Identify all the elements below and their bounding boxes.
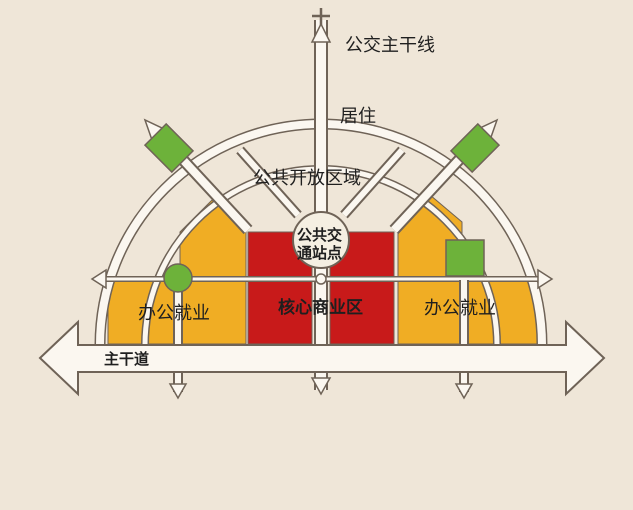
central-avenue [312, 8, 330, 390]
core-commercial-label: 核心商业区 [278, 298, 363, 318]
side-roads [173, 280, 469, 392]
main-road [38, 319, 606, 397]
office-left-label: 办公就业 [138, 303, 210, 324]
bus-trunk-line-label: 公交主干线 [345, 35, 435, 56]
transit-station-label-line2: 通站点 [297, 244, 343, 262]
residential-label: 居住 [340, 106, 376, 127]
public-open-area-label: 公共开放区域 [253, 168, 361, 189]
main-road-label: 主干道 [104, 350, 150, 368]
office-right-label: 办公就业 [424, 298, 496, 319]
transit-station-label-line1: 公共交 [297, 226, 343, 244]
green-spaces [143, 122, 501, 293]
transit-station-node [292, 211, 350, 285]
arrowheads [90, 22, 554, 400]
